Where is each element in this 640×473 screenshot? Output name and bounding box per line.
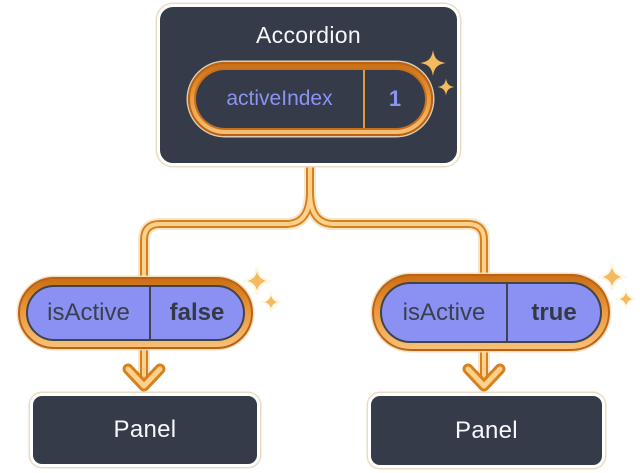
prop-name-label: isActive (47, 299, 130, 326)
pill-divider (363, 70, 365, 128)
component-title: Accordion (256, 22, 361, 48)
prop-pill-isactive-left: isActive false (18, 277, 253, 349)
arrow-down-icon (465, 366, 503, 389)
arrow-down-icon (125, 366, 163, 389)
panel-component-box-right: Panel (368, 393, 605, 468)
component-title: Panel (455, 416, 518, 444)
state-pill-body: activeIndex 1 (196, 70, 425, 128)
component-title: Panel (113, 416, 177, 443)
connector-branch-right (308, 164, 486, 378)
state-value-label: 1 (388, 86, 402, 111)
state-name-label: activeIndex (226, 87, 333, 110)
prop-value-label: false (169, 299, 225, 326)
state-pill-activeindex: activeIndex 1 (188, 62, 433, 136)
prop-value-label: true (531, 298, 577, 326)
pill-divider (149, 287, 151, 339)
connector-branch-left (142, 164, 312, 378)
prop-pill-body: isActive true (380, 282, 602, 343)
prop-pill-isactive-right: isActive true (372, 274, 610, 351)
prop-name-label: isActive (402, 298, 486, 326)
panel-component-box-left: Panel (30, 393, 260, 467)
prop-pill-body: isActive false (26, 285, 245, 341)
pill-divider (506, 284, 508, 341)
